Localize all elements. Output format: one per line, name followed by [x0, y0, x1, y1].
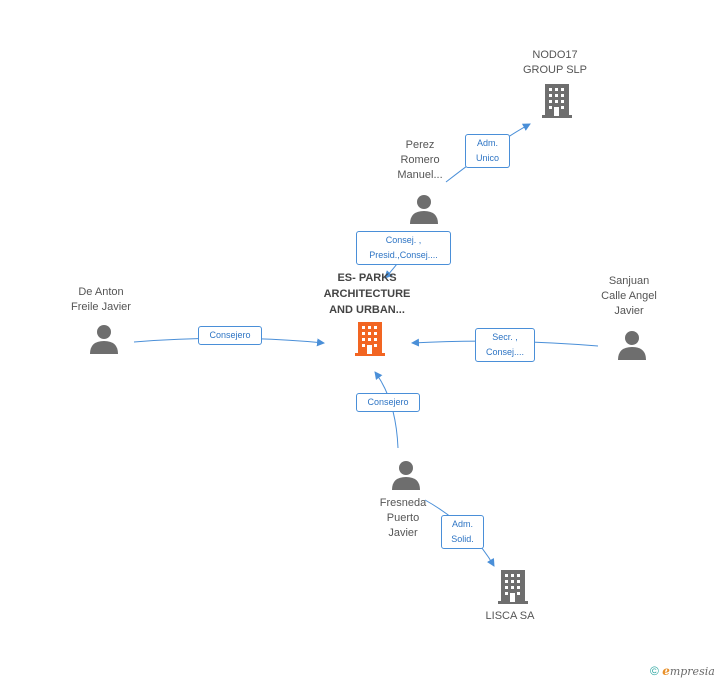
node-perez-label: Perez Romero Manuel...	[397, 139, 443, 181]
node-deanton[interactable]: De Anton Freile Javier	[56, 285, 146, 315]
building-icon	[542, 84, 572, 118]
edge-label-perez-center[interactable]: Consej. , Presid.,Consej....	[356, 231, 451, 265]
copyright-symbol: ©	[650, 664, 659, 678]
empresia-logo-text: mpresia	[669, 665, 715, 678]
edge-label-fresneda-lisca[interactable]: Adm. Solid.	[441, 515, 484, 549]
edge-label-perez-nodo17[interactable]: Adm. Unico	[465, 134, 510, 168]
person-icon	[90, 325, 118, 354]
edge-label-deanton-center[interactable]: Consejero	[198, 326, 262, 345]
person-icon	[410, 195, 438, 224]
node-deanton-label: De Anton Freile Javier	[71, 286, 131, 313]
edge-label-sanjuan-center[interactable]: Secr. , Consej....	[475, 328, 535, 362]
empresia-logo-letter: e	[662, 664, 670, 678]
node-perez[interactable]: Perez Romero Manuel...	[380, 138, 460, 183]
edge-label-fresneda-center[interactable]: Consejero	[356, 393, 420, 412]
node-center[interactable]: ES- PARKS ARCHITECTURE AND URBAN...	[312, 270, 422, 318]
node-sanjuan-label: Sanjuan Calle Angel Javier	[601, 275, 657, 317]
node-lisca-label: LISCA SA	[485, 610, 535, 622]
node-nodo17-label: NODO17 GROUP SLP	[523, 49, 587, 76]
node-fresneda[interactable]: Fresneda Puerto Javier	[363, 496, 443, 541]
node-fresneda-label: Fresneda Puerto Javier	[379, 497, 427, 539]
node-center-label: ES- PARKS ARCHITECTURE AND URBAN...	[323, 272, 411, 316]
node-nodo17[interactable]: NODO17 GROUP SLP	[505, 48, 605, 78]
person-icon	[618, 331, 646, 360]
building-icon	[498, 570, 528, 604]
person-icon	[392, 461, 420, 490]
building-icon	[355, 322, 385, 356]
empresia-brand[interactable]: © empresia	[650, 664, 715, 678]
node-lisca[interactable]: LISCA SA	[470, 609, 550, 624]
node-sanjuan[interactable]: Sanjuan Calle Angel Javier	[584, 274, 674, 319]
